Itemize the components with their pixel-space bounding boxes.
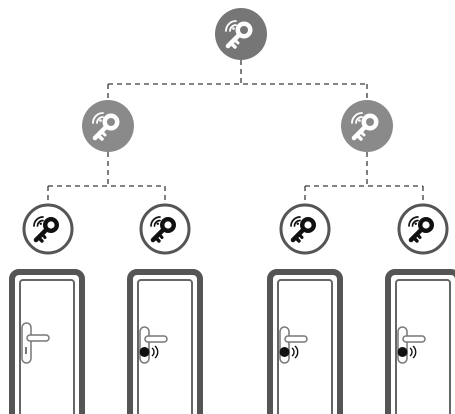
smart-lock-icon [139, 326, 168, 364]
master-key-node [215, 8, 267, 60]
smart-lock-icon [279, 326, 308, 364]
door-handle-icon [21, 322, 50, 364]
door-key-node-3 [279, 203, 331, 255]
connector-lines [47, 60, 424, 203]
door-3 [267, 269, 343, 414]
sub-master-key-node-right [341, 100, 393, 152]
door-2 [127, 269, 203, 414]
door-key-node-4 [397, 203, 449, 255]
door-1 [9, 269, 85, 414]
smart-lock-icon [397, 326, 426, 364]
door-key-node-2 [139, 203, 191, 255]
door-key-node-1 [22, 203, 74, 255]
sub-master-key-node-left [82, 100, 134, 152]
door-4 [385, 269, 455, 414]
